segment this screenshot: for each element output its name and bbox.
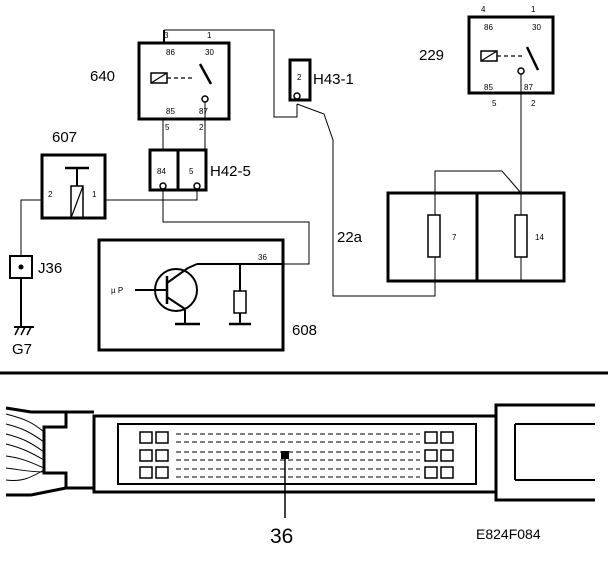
switch-607-label: 607 xyxy=(52,129,77,146)
ground-symbol-g7 xyxy=(14,278,34,336)
switch-607 xyxy=(40,153,107,220)
pin-36-callout: 36 xyxy=(270,525,293,548)
drawing-id: E824F084 xyxy=(476,526,541,542)
relay-640-pin-1: 1 xyxy=(207,31,212,40)
feed-wire-22a-label: 22a xyxy=(337,229,363,246)
j36-label: J36 xyxy=(38,260,62,277)
relay-640-contact xyxy=(198,63,213,85)
ecu-connector-view xyxy=(5,403,595,518)
wire-640-85-label: 5 xyxy=(165,123,170,132)
relay-229-pin-87: 87 xyxy=(524,83,533,92)
relay-640-pin-85: 85 xyxy=(166,107,175,116)
connector-pin-rows xyxy=(139,431,454,479)
wire-229-87-label: 2 xyxy=(531,99,536,108)
h43-1-label: H43-1 xyxy=(313,71,354,88)
relay-229-label: 229 xyxy=(419,47,444,64)
control-unit-608 xyxy=(97,238,285,352)
control-unit-608-label: 608 xyxy=(292,322,317,339)
relay-229-contact xyxy=(525,46,540,71)
h42-5-pin-5: 5 xyxy=(189,167,194,176)
switch-607-pin-2: 2 xyxy=(48,190,53,199)
g7-label: G7 xyxy=(12,341,32,358)
h43-1-pin-label: 2 xyxy=(297,73,302,82)
relay-229-pin-85: 85 xyxy=(484,83,493,92)
fuse-14-label: 14 xyxy=(535,233,544,242)
connector-h43-1 xyxy=(288,58,312,102)
relay-229 xyxy=(467,15,555,95)
relay-640 xyxy=(137,30,231,121)
fuse-14 xyxy=(514,214,528,258)
wires xyxy=(20,29,522,297)
relay-640-pin-86: 86 xyxy=(166,48,175,57)
ground-point-j36 xyxy=(9,255,33,279)
fuse-7 xyxy=(427,214,441,258)
connector-pin-grid xyxy=(176,433,420,478)
switch-607-pin-1: 1 xyxy=(92,190,97,199)
relay-229-pin-30: 30 xyxy=(532,23,541,32)
relay-229-pin-4: 4 xyxy=(481,5,486,14)
wire-229-85-label: 5 xyxy=(492,99,497,108)
relay-229-housing xyxy=(467,15,555,95)
h42-5-pin-84: 84 xyxy=(157,167,166,176)
relay-640-housing xyxy=(137,41,231,121)
wire-640-87-label: 2 xyxy=(199,123,204,132)
relay-640-pin-87: 87 xyxy=(199,107,208,116)
connector-pin-36 xyxy=(281,451,289,459)
fuse-7-label: 7 xyxy=(452,233,457,242)
relay-640-pin-30: 30 xyxy=(205,48,214,57)
relay-229-pin-1: 1 xyxy=(531,5,536,14)
h42-5-label: H42-5 xyxy=(210,163,251,180)
relay-640-pin-3: 3 xyxy=(164,31,169,40)
connector-h42-5 xyxy=(148,148,208,192)
control-unit-input-label: µ P xyxy=(111,286,123,295)
relay-229-pin-86: 86 xyxy=(484,23,493,32)
relay-640-label: 640 xyxy=(90,68,115,85)
control-unit-pin-36: 36 xyxy=(258,253,267,262)
